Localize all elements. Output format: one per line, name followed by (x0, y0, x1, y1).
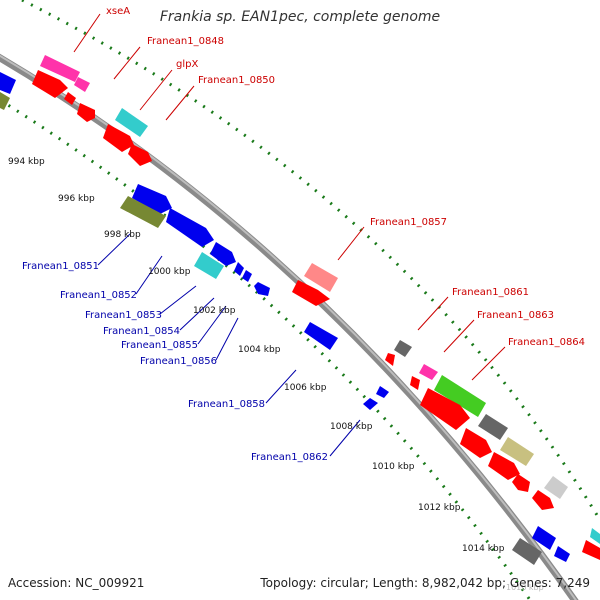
gene-label-0852[interactable]: Franean1_0852 (60, 290, 137, 301)
cds-red-6[interactable] (420, 388, 470, 430)
cds-0848a[interactable] (74, 77, 90, 92)
gene-label-0862[interactable]: Franean1_0862 (251, 452, 328, 463)
forward-cds-group (32, 55, 600, 560)
scale-label: 994 kbp (8, 157, 45, 167)
gene-label-xsea[interactable]: xseA (106, 6, 130, 17)
scale-label: 996 kbp (58, 194, 95, 204)
scale-label: 1014 kbp (462, 544, 505, 554)
cds-red-1[interactable] (32, 70, 68, 98)
gene-label-0861[interactable]: Franean1_0861 (452, 287, 529, 298)
label-leaders (73, 13, 506, 457)
backbone-highlight (0, 54, 577, 600)
gene-label-0857[interactable]: Franean1_0857 (370, 217, 447, 228)
leader-0862 (329, 419, 361, 457)
cds-blue-0[interactable] (0, 72, 16, 94)
scale-label: 1006 kbp (284, 383, 327, 393)
cds-0854[interactable] (234, 262, 244, 276)
cds-red-2[interactable] (64, 92, 76, 105)
cds-0851[interactable] (132, 184, 172, 214)
cds-red-4[interactable] (385, 353, 395, 366)
leader-0864 (471, 346, 506, 381)
leader-0851 (97, 233, 131, 266)
gene-label-0853[interactable]: Franean1_0853 (85, 310, 162, 321)
cds-red-7[interactable] (460, 428, 492, 458)
cds-blue-3[interactable] (376, 386, 389, 398)
forward-gene-labels: xseA Franean1_0848 glpX Franean1_0850 Fr… (106, 6, 585, 348)
cds-0856[interactable] (254, 282, 270, 296)
gene-label-0858[interactable]: Franean1_0858 (188, 399, 265, 410)
scale-label: 1010 kbp (372, 462, 415, 472)
leader-0855 (197, 305, 227, 345)
cds-blue-2[interactable] (210, 242, 236, 266)
cds-red-10[interactable] (532, 490, 554, 510)
cds-glpx[interactable] (115, 108, 148, 137)
reverse-cds-group (0, 72, 570, 565)
cds-0850-b[interactable] (128, 144, 152, 166)
cds-0862[interactable] (363, 398, 378, 410)
leader-0857 (337, 226, 365, 261)
leader-0861 (417, 296, 449, 331)
accession-label: Accession: NC_009921 (8, 576, 145, 590)
cds-0863[interactable] (434, 375, 486, 417)
scale-label: 1008 kbp (330, 422, 373, 432)
gene-label-glpx[interactable]: glpX (176, 59, 198, 70)
map-title: Frankia sp. EAN1pec, complete genome (159, 9, 441, 25)
scale-label: 1000 kbp (148, 267, 191, 277)
scale-label: 1004 kbp (238, 345, 281, 355)
gene-label-0850[interactable]: Franean1_0850 (198, 75, 275, 86)
reverse-gene-labels: Franean1_0851 Franean1_0852 Franean1_085… (22, 261, 328, 463)
cds-0857b[interactable] (292, 280, 330, 306)
cds-red-8[interactable] (488, 452, 520, 480)
scale-label: 998 kbp (104, 230, 141, 240)
genome-backbone (0, 53, 579, 600)
scale-label: 1016 kbp (506, 583, 544, 592)
leader-0856 (215, 317, 239, 361)
cds-gray-3[interactable] (512, 538, 542, 565)
gene-label-0855[interactable]: Franean1_0855 (121, 340, 198, 351)
leader-glpx (139, 69, 173, 111)
scale-labels: 994 kbp 996 kbp 998 kbp 1000 kbp 1002 kb… (8, 157, 544, 592)
cds-lightgray[interactable] (544, 476, 568, 499)
scale-label: 1002 kbp (193, 306, 236, 316)
cds-0858[interactable] (304, 322, 338, 350)
leader-0853 (159, 285, 197, 315)
cds-cyan-2[interactable] (590, 528, 600, 544)
leader-0848 (113, 46, 141, 80)
cds-0850-a[interactable] (103, 124, 134, 152)
cds-red-5[interactable] (410, 376, 420, 390)
cds-xsea[interactable] (40, 55, 80, 82)
cds-olive-1[interactable] (120, 196, 166, 228)
cds-0857[interactable] (304, 263, 338, 292)
cds-0864[interactable] (500, 437, 534, 466)
cds-red-11[interactable] (582, 540, 600, 560)
cds-red-9[interactable] (512, 474, 530, 492)
topology-summary: Topology: circular; Length: 8,982,042 bp… (260, 576, 590, 590)
leader-0852 (135, 255, 163, 295)
cds-gray-2[interactable] (478, 414, 508, 440)
cds-0852[interactable] (166, 208, 214, 247)
cds-olive-0[interactable] (0, 92, 10, 110)
gene-label-0863[interactable]: Franean1_0863 (477, 310, 554, 321)
cds-blue-5[interactable] (554, 546, 570, 562)
leader-xsea (73, 13, 101, 53)
scale-label: 1012 kbp (418, 503, 461, 513)
cds-blue-4[interactable] (532, 526, 556, 550)
gene-label-0848[interactable]: Franean1_0848 (147, 36, 224, 47)
cds-0853[interactable] (194, 252, 224, 279)
cds-gray-1[interactable] (394, 340, 412, 357)
cds-0855[interactable] (242, 270, 252, 282)
leader-0850 (165, 85, 195, 121)
gene-label-0854[interactable]: Franean1_0854 (103, 326, 180, 337)
gene-label-0851[interactable]: Franean1_0851 (22, 261, 99, 272)
leader-0854 (179, 297, 215, 331)
leader-0863 (443, 319, 475, 353)
gene-label-0856[interactable]: Franean1_0856 (140, 356, 217, 367)
cds-0861[interactable] (419, 364, 438, 380)
cds-red-3[interactable] (77, 103, 95, 122)
leader-0858 (265, 369, 297, 404)
gene-label-0864[interactable]: Franean1_0864 (508, 337, 585, 348)
